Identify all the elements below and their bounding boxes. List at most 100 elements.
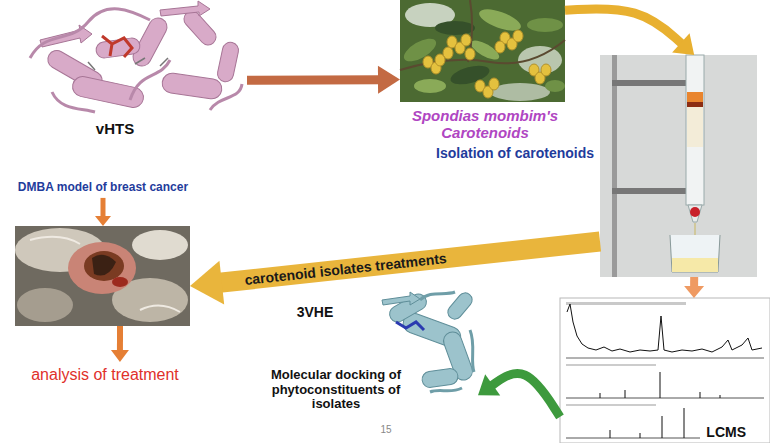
result-label: analysis of treatment (31, 366, 179, 384)
column-chromatography-photo (688, 205, 702, 222)
column-chromatography-photo (687, 102, 703, 107)
fruit-photo-box: Spondias mombim's Carotenoids (400, 0, 565, 102)
lcms-chromatogram (560, 298, 770, 443)
rat-photo (112, 278, 188, 322)
arrow-head (378, 66, 400, 94)
lcms-chromatogram (566, 358, 764, 359)
fruit-tree-photo (518, 46, 562, 74)
protein-image-box: vHTS (22, 2, 247, 117)
column-chromatography-photo (690, 207, 700, 217)
fruit-tree-photo (545, 80, 565, 92)
lcms-chart-box: LCMS (560, 298, 770, 443)
page-number: 15 (380, 424, 391, 436)
step-label: Molecular docking of phytoconstituents o… (258, 368, 414, 413)
step-label: Isolation of carotenoids (436, 145, 594, 161)
column-chromatography-photo (600, 55, 757, 277)
column-chromatography-photo (612, 188, 697, 194)
protein-structure-illustration (30, 1, 242, 112)
arrow-head (684, 286, 704, 298)
arrow-head (190, 261, 224, 305)
flow-arrow (247, 66, 400, 94)
fruit-tree-photo (541, 64, 551, 76)
connector-line (117, 326, 123, 352)
protein-structure-illustration (160, 1, 210, 16)
connector-line (100, 198, 105, 218)
image-label: vHTS (96, 120, 134, 137)
docking-image-box: 3VHEMolecular docking of phytoconstituen… (268, 290, 478, 425)
rat-photo (84, 251, 124, 281)
lcms-chromatogram (600, 372, 720, 398)
flow-arrow (684, 277, 704, 298)
connector-line (565, 9, 683, 45)
fruit-tree-photo (400, 0, 565, 102)
fruit-tree-photo (461, 34, 471, 46)
protein-structure-illustration (40, 1, 240, 109)
fruit-tree-photo (513, 30, 523, 42)
flow-arrow (478, 374, 560, 417)
arrow-head (478, 374, 500, 395)
column-chromatography-photo (672, 258, 718, 272)
lcms-chromatogram (567, 304, 762, 352)
connector-line (490, 374, 560, 417)
rat-photo (30, 237, 180, 312)
column-chromatography-photo (612, 55, 617, 277)
rat-photo (17, 288, 73, 322)
result-box: analysis of treatment (15, 362, 195, 388)
lcms-chromatogram (566, 364, 656, 366)
fruit-tree-photo (423, 30, 551, 98)
fruit-tree-photo (435, 21, 475, 35)
docking-protein-illustration (421, 368, 459, 389)
protein-structure-illustration (216, 41, 240, 83)
edge-label: carotenoid isolates treatments (241, 250, 451, 289)
fruit-tree-photo (400, 5, 565, 93)
docking-protein-illustration (382, 292, 420, 305)
arrow-head (672, 33, 694, 55)
protein-structure-illustration (102, 36, 132, 57)
fruit-tree-photo (400, 0, 565, 70)
lcms-chromatogram (566, 398, 764, 399)
docking-protein-illustration (396, 322, 424, 330)
fruit-tree-photo (400, 0, 565, 102)
image-label: Spondias mombim's Carotenoids (405, 107, 565, 142)
column-chromatography-photo (687, 107, 703, 147)
lcms-chromatogram (610, 408, 684, 438)
column-chromatography-photo (687, 92, 703, 102)
fruit-tree-photo (414, 79, 446, 93)
connector-line (247, 75, 381, 85)
lcms-chromatogram (566, 404, 656, 406)
docking-protein-illustration (420, 292, 474, 392)
column-photo-box: Isolation of carotenoids (600, 55, 757, 277)
lcms-chromatogram (566, 302, 686, 305)
column-chromatography-photo (612, 80, 697, 86)
protein-structure-illustration (88, 58, 168, 70)
flow-arrow (111, 326, 129, 362)
image-label: LCMS (704, 424, 748, 440)
rat-photo-box: DMBA model of breast cancer (15, 226, 190, 326)
rat-photo (15, 226, 190, 326)
protein-structure-illustration (161, 72, 223, 100)
rat-photo (132, 230, 188, 260)
leader-arrow (95, 198, 111, 226)
fruit-tree-photo (435, 54, 445, 66)
rat-photo (92, 255, 116, 276)
lcms-chromatogram (566, 438, 700, 439)
column-chromatography-photo (670, 235, 720, 272)
rat-photo (112, 277, 128, 287)
rat-photo (68, 242, 136, 294)
arrow-head (111, 350, 129, 362)
fruit-tree-photo (400, 34, 439, 66)
protein-structure-illustration (30, 9, 242, 112)
flow-arrow (190, 241, 600, 304)
fruit-tree-photo (495, 41, 505, 53)
fruit-tree-photo (527, 18, 563, 32)
docking-protein-illustration (445, 290, 475, 322)
fruit-tree-photo (489, 78, 499, 90)
lcms-chromatogram (560, 298, 770, 443)
arrow-head (95, 216, 111, 226)
rat-photo (15, 226, 190, 326)
step-label: DMBA model of breast cancer (18, 181, 188, 195)
flow-arrow (565, 9, 694, 55)
column-chromatography-photo (686, 55, 704, 205)
